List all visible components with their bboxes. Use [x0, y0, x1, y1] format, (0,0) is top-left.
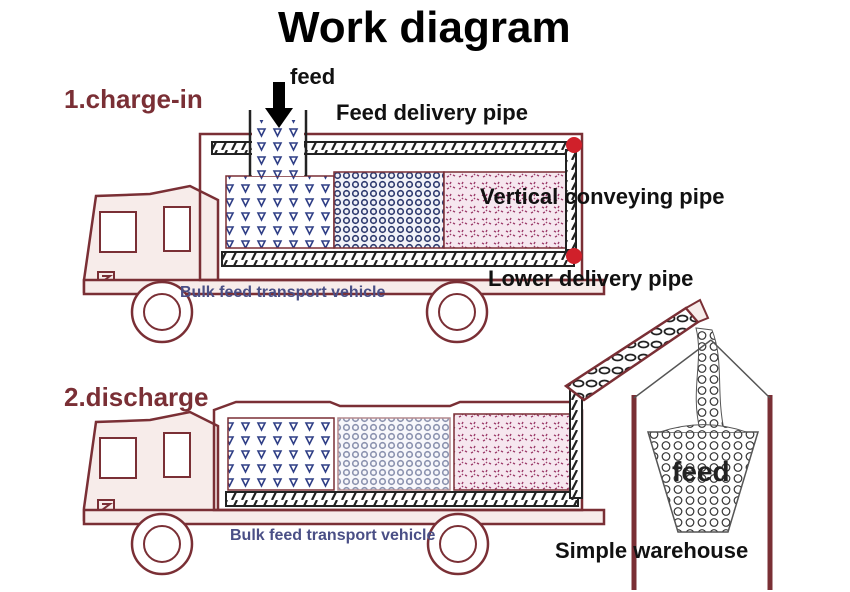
vehicle-label-1: Bulk feed transport vehicle: [180, 284, 386, 301]
lower-delivery-pipe: [221, 251, 575, 267]
hopper-feed: [252, 120, 304, 176]
triangle-feed-compartment: [227, 417, 335, 491]
falling-feed-stream: [695, 327, 725, 431]
cab-window-front: [163, 432, 191, 478]
front-wheel: [130, 280, 194, 344]
page-title: Work diagram: [278, 3, 571, 52]
charge-hopper: [248, 110, 308, 176]
vertical-conveying-pipe-label: Vertical conveying pipe: [480, 184, 725, 209]
discharge-truck: [82, 387, 606, 576]
lower-delivery-pipe: [225, 491, 579, 507]
step-charge-in-label: 1.charge-in: [64, 84, 203, 114]
dot-feed-compartment: [337, 417, 451, 491]
dot-feed-compartment: [333, 171, 445, 249]
triangle-feed-compartment: [225, 175, 335, 249]
lower-delivery-pipe-label: Lower delivery pipe: [488, 266, 694, 291]
warehouse-feed-label: feed: [672, 456, 730, 487]
feed-label: feed: [290, 64, 336, 89]
charge-in-truck: [82, 110, 606, 344]
discharge-boom: [563, 298, 710, 402]
front-wheel: [130, 512, 194, 576]
simple-warehouse-label: Simple warehouse: [555, 538, 749, 563]
truck-body: [198, 132, 584, 282]
red-valve-icon: [566, 248, 582, 264]
rear-wheel: [426, 512, 490, 576]
vertical-conveying-pipe: [569, 387, 583, 499]
red-valve-icon: [566, 137, 582, 153]
vehicle-label-2: Bulk feed transport vehicle: [230, 527, 436, 544]
cab-window-rear: [99, 437, 137, 479]
rear-wheel: [425, 280, 489, 344]
silo-icon: [631, 339, 773, 590]
speckle-feed-compartment: [443, 171, 573, 249]
step-discharge-label: 2.discharge: [64, 382, 209, 412]
cab-window-front: [163, 206, 191, 252]
truck-body: [212, 400, 584, 512]
feed-delivery-pipe-label: Feed delivery pipe: [336, 100, 528, 125]
speckle-feed-compartment: [453, 413, 571, 491]
down-arrow-icon: [265, 82, 293, 128]
cab-window-rear: [99, 211, 137, 253]
